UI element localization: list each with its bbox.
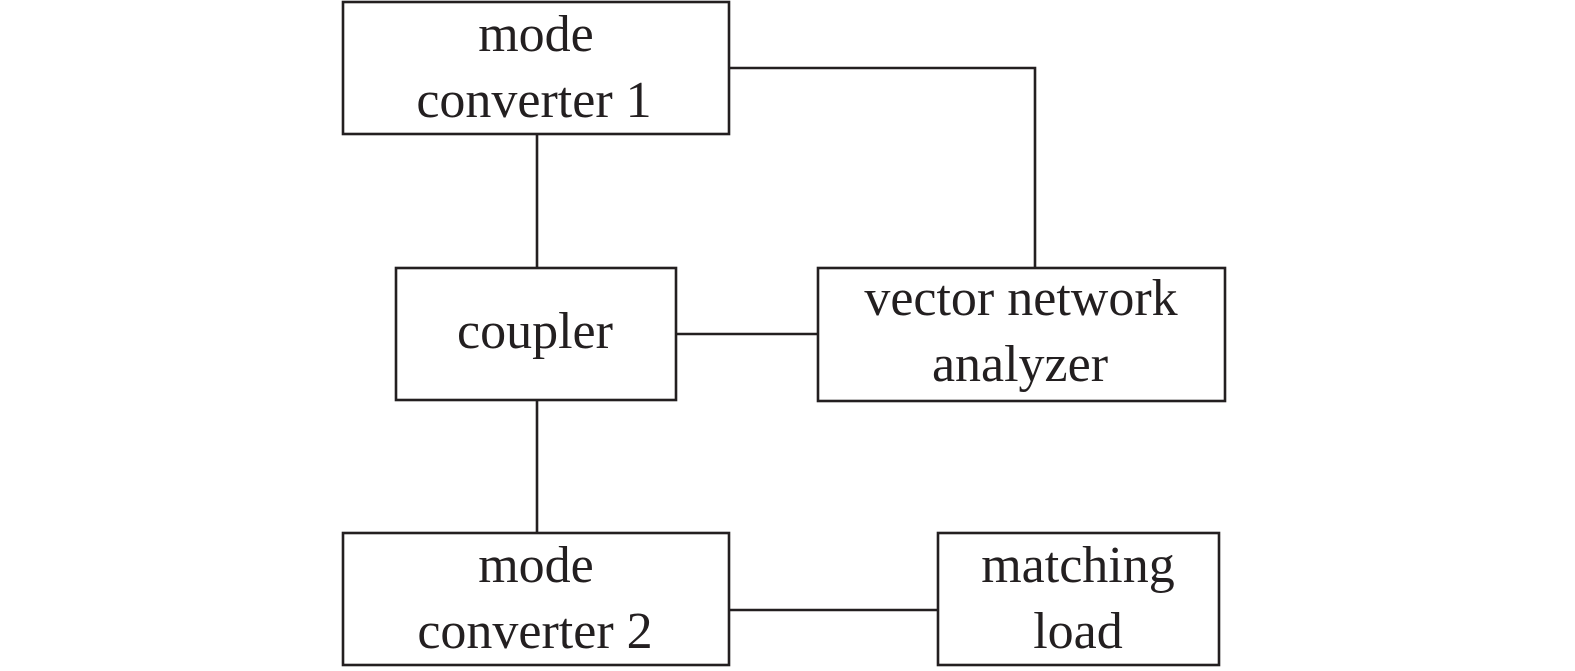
mode-converter-1-label-line2: converter 1 xyxy=(416,72,651,129)
vector-network-analyzer-box xyxy=(816,266,1227,403)
mode-converter-2-box xyxy=(341,531,731,667)
coupler-label: coupler xyxy=(457,303,613,360)
coupler-box xyxy=(394,266,678,402)
mode-converter-1-label-line1: mode xyxy=(478,6,594,63)
vector-network-analyzer-label-line1: vector network xyxy=(864,270,1177,327)
vector-network-analyzer-label-line2: analyzer xyxy=(932,336,1108,393)
matching-load-box xyxy=(936,531,1221,667)
mode-converter-2-label-line1: mode xyxy=(478,537,594,594)
mode-converter-2-label-line2: converter 2 xyxy=(417,603,652,660)
mode-converter-1-block: mode converter 1 xyxy=(341,0,731,136)
matching-load-label-line2: load xyxy=(1033,603,1123,660)
mode-converter-1-box xyxy=(341,0,731,136)
connector-converter1-vna xyxy=(729,66,1037,268)
coupler-block: coupler xyxy=(394,266,678,402)
matching-load-label-line1: matching xyxy=(981,537,1175,594)
vector-network-analyzer-block: vector network analyzer xyxy=(816,266,1227,403)
mode-converter-2-block: mode converter 2 xyxy=(341,531,731,667)
matching-load-block: matching load xyxy=(936,531,1221,667)
